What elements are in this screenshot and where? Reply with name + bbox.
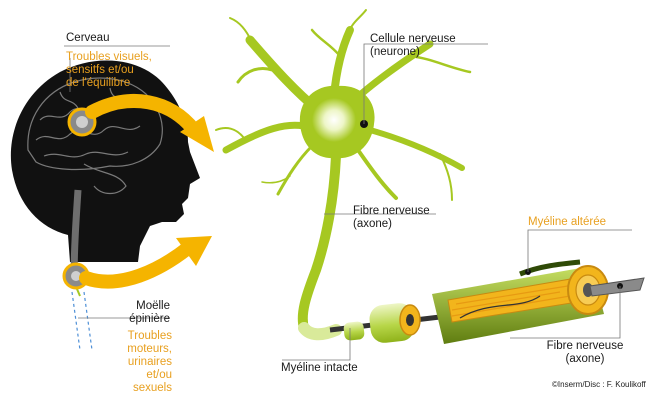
spinal-cord-label: Moëlle épinière: [124, 300, 170, 326]
myelin-altered-label: Myéline altérée: [528, 216, 606, 229]
myelin-intact-label: Myéline intacte: [281, 362, 358, 375]
brain-label: Cerveau: [66, 32, 109, 45]
spinal-symptoms-label: Troubles moteurs, urinaires et/ou sexuel…: [116, 330, 172, 395]
neuron-label: Cellule nerveuse (neurone): [370, 33, 456, 59]
intact-myelin-segment: [330, 302, 440, 344]
credit-text: ©Inserm/Disc : F. Koulikoff: [552, 380, 646, 389]
brain-symptoms-label: Troubles visuels, sensitfs et/ou de l'éq…: [66, 51, 152, 90]
neuron-axon: [303, 156, 336, 334]
fiber-upper-label: Fibre nerveuse (axone): [353, 205, 430, 231]
head-silhouette: [11, 60, 200, 262]
neuron-cell-body: [300, 86, 375, 158]
fiber-lower-label: Fibre nerveuse (axone): [540, 340, 630, 366]
altered-myelin-segment: [432, 262, 644, 344]
